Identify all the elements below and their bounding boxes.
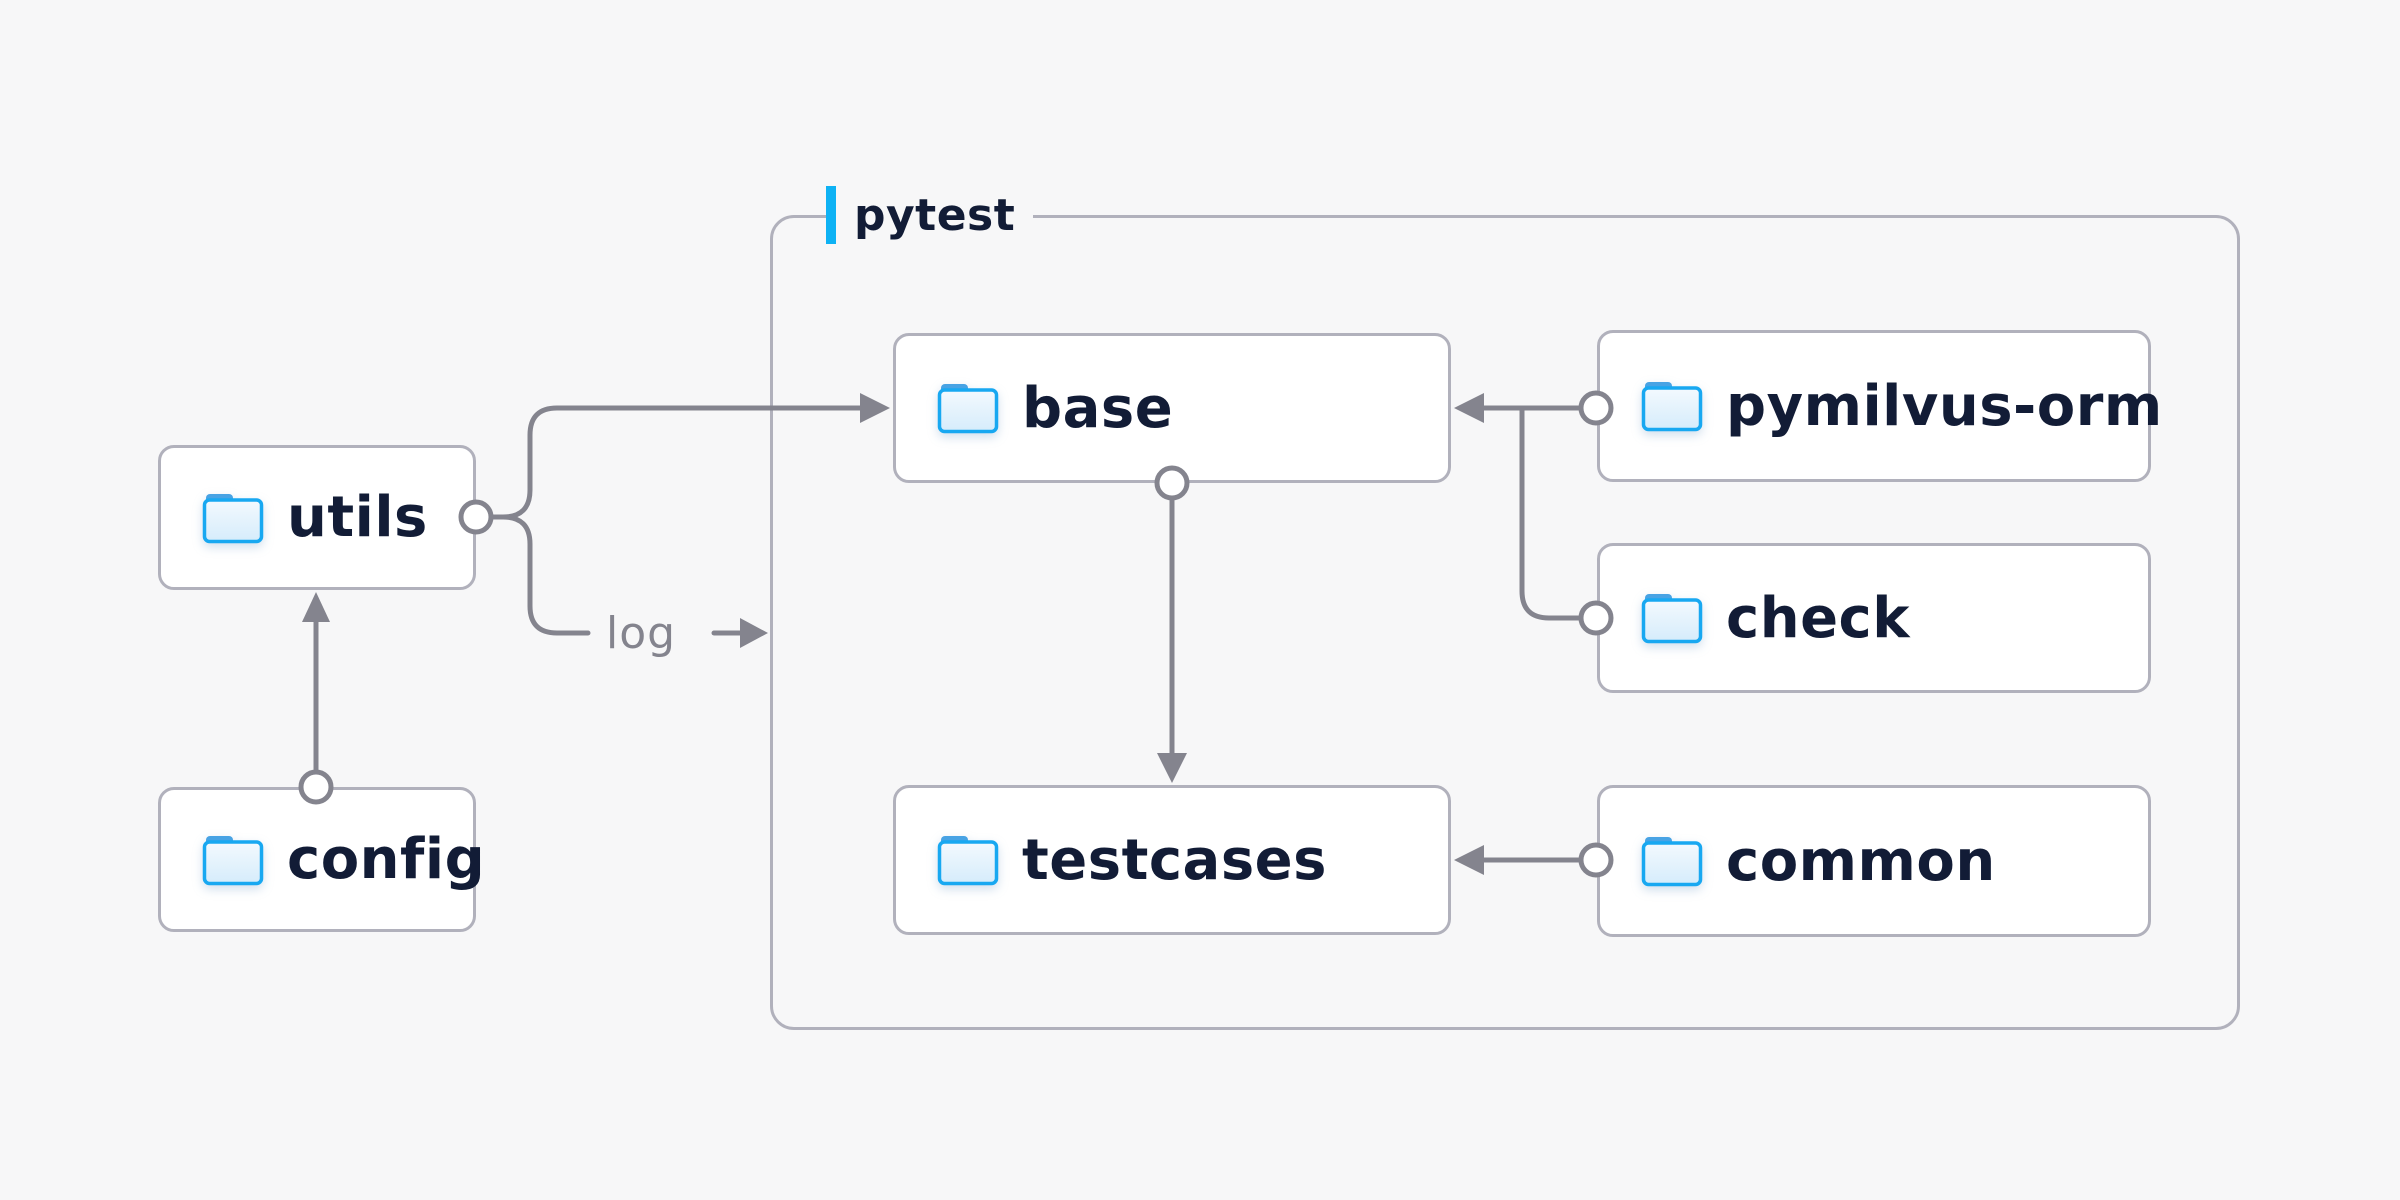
node-label-config: config xyxy=(287,827,486,892)
edge-label-log: log xyxy=(606,608,677,659)
folder-icon xyxy=(202,491,264,543)
pytest-group-container xyxy=(770,215,2240,1030)
node-check: check xyxy=(1597,543,2151,693)
folder-icon xyxy=(1641,592,1703,644)
arrowhead-icon xyxy=(302,592,330,622)
node-label-pymilvus-orm: pymilvus-orm xyxy=(1726,373,2163,439)
node-label-base: base xyxy=(1022,375,1174,441)
edge-config-utils xyxy=(298,592,334,805)
node-common: common xyxy=(1597,785,2151,937)
node-label-check: check xyxy=(1726,585,1910,651)
node-base: base xyxy=(893,333,1451,483)
node-config: config xyxy=(158,787,485,932)
pytest-group-label: pytest xyxy=(826,184,1034,246)
folder-icon xyxy=(202,833,264,885)
pytest-label-text: pytest xyxy=(854,189,1016,241)
arrowhead-icon xyxy=(740,618,768,648)
node-label-utils: utils xyxy=(287,485,428,550)
folder-icon xyxy=(1641,835,1703,887)
node-label-common: common xyxy=(1726,828,1996,894)
node-label-testcases: testcases xyxy=(1022,827,1327,893)
label-accent-bar xyxy=(826,186,836,244)
folder-icon xyxy=(937,382,999,434)
node-testcases: testcases xyxy=(893,785,1451,935)
folder-icon xyxy=(937,834,999,886)
folder-icon xyxy=(1641,380,1703,432)
node-pymilvus-orm: pymilvus-orm xyxy=(1597,330,2162,482)
node-utils: utils xyxy=(158,445,476,590)
